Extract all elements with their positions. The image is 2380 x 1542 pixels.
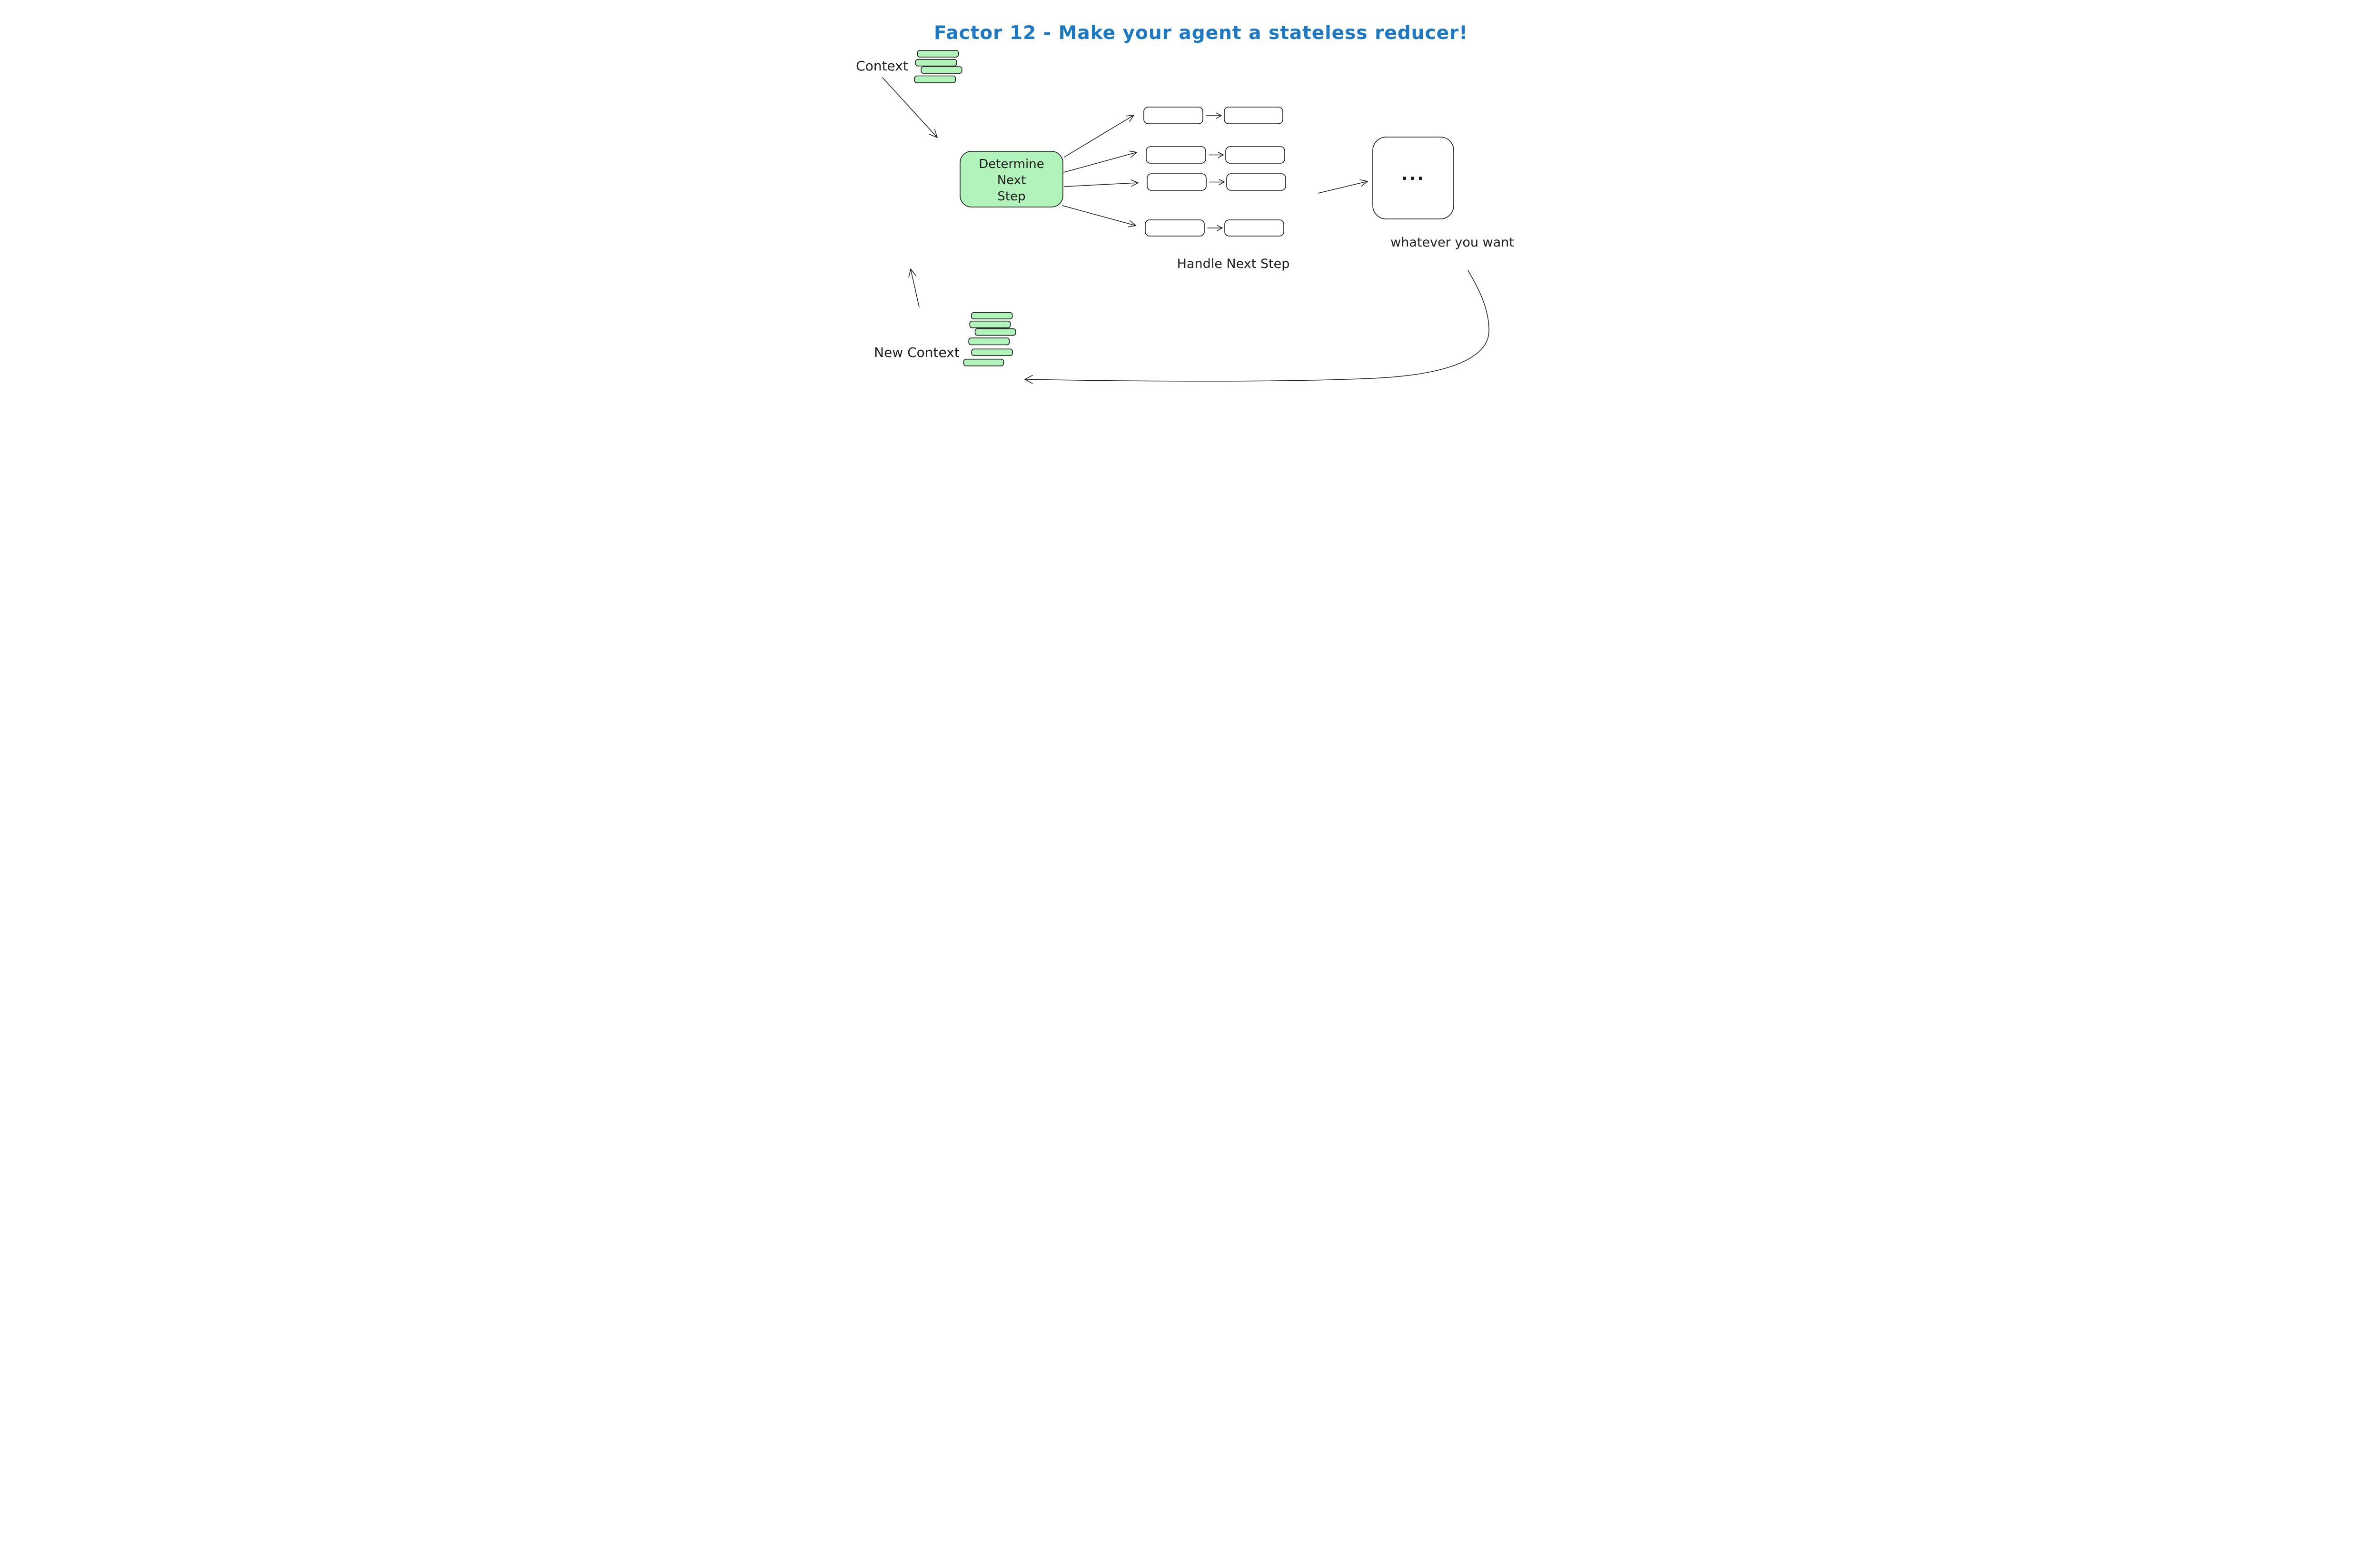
context-stack-bar xyxy=(917,50,959,58)
diagram-title: Factor 12 - Make your agent a stateless … xyxy=(934,22,1468,44)
determine-box-line: Determine xyxy=(979,157,1044,171)
handle-step-output-box xyxy=(1224,219,1284,237)
fan-arrow-row-4 xyxy=(1062,205,1136,227)
context-stack-bar xyxy=(915,59,957,67)
context-label: Context xyxy=(856,58,908,74)
handle-step-output-box xyxy=(1226,173,1286,191)
handle-step-row xyxy=(1146,146,1285,164)
context-stack xyxy=(914,50,962,83)
new-context-up-arrow xyxy=(908,268,920,307)
handle-next-step-label: Handle Next Step xyxy=(1177,257,1290,271)
new-context-stack-bar xyxy=(974,328,1016,336)
handle-step-row xyxy=(1143,107,1283,124)
determine-next-step-box: Determine Next Step xyxy=(960,151,1063,208)
handle-step-input-box xyxy=(1145,219,1205,237)
handle-step-output-box xyxy=(1225,146,1285,164)
new-context-stack-bar xyxy=(963,358,1004,366)
handle-step-input-box xyxy=(1147,173,1207,191)
handle-step-output-box xyxy=(1224,107,1283,124)
new-context-stack xyxy=(963,312,1016,366)
new-context-stack-bar xyxy=(971,348,1013,356)
context-to-determine-arrow xyxy=(882,77,938,138)
fan-arrow-row-2 xyxy=(1063,150,1137,173)
context-stack-bar xyxy=(914,75,956,83)
handle-step-row xyxy=(1147,173,1286,191)
return-curve-arrow xyxy=(1024,270,1489,384)
pair-arrow xyxy=(1206,112,1222,119)
output-box: ... xyxy=(1372,137,1454,219)
whatever-you-want-label: whatever you want xyxy=(1390,235,1514,250)
to-output-arrow xyxy=(1318,179,1368,194)
new-context-stack-bar xyxy=(971,312,1013,319)
determine-box-line: Next xyxy=(997,173,1026,188)
determine-box-line: Step xyxy=(997,189,1025,204)
output-ellipsis: ... xyxy=(1401,165,1425,184)
pair-arrow xyxy=(1207,225,1223,231)
new-context-stack-bar xyxy=(968,337,1010,346)
pair-arrow xyxy=(1209,179,1225,185)
new-context-stack-bar xyxy=(969,320,1011,328)
fan-arrow-row-1 xyxy=(1064,115,1134,158)
context-stack-bar xyxy=(921,66,962,74)
handle-step-input-box xyxy=(1143,107,1203,124)
handle-step-row xyxy=(1145,219,1284,237)
fan-arrow-row-3 xyxy=(1064,179,1139,187)
diagram-canvas: Factor 12 - Make your agent a stateless … xyxy=(824,0,1556,411)
new-context-label: New Context xyxy=(874,345,960,360)
handle-step-input-box xyxy=(1146,146,1206,164)
pair-arrow xyxy=(1209,152,1224,158)
